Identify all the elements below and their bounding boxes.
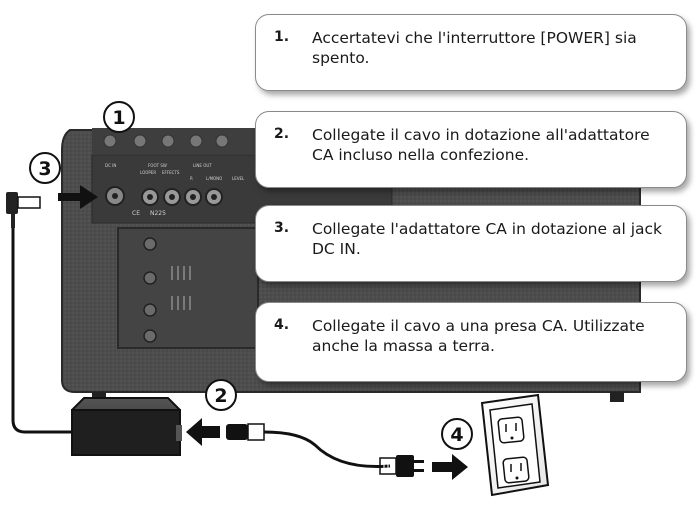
level-label: LEVEL	[232, 176, 245, 181]
step-box-1: 1. Accertatevi che l'interruttore [POWER…	[255, 14, 687, 91]
effects-label: EFFECTS	[162, 170, 180, 175]
callout-4-label: 4	[450, 424, 463, 446]
dc-in-label: DC IN	[105, 163, 116, 168]
callout-1: 1	[104, 102, 134, 132]
step-text: Collegate il cavo a una presa CA. Utiliz…	[312, 316, 667, 356]
callout-3-label: 3	[38, 158, 51, 180]
l-mono-label: L/MONO	[206, 176, 222, 181]
step-number: 3.	[274, 220, 289, 236]
callout-2: 2	[206, 380, 236, 410]
step-text: Collegate il cavo in dotazione all'adatt…	[312, 125, 667, 165]
arrow-to-outlet	[432, 454, 468, 480]
callout-4: 4	[442, 419, 472, 449]
step-number: 2.	[274, 126, 289, 142]
lower-plate	[118, 228, 258, 348]
ac-adapter	[72, 398, 182, 455]
callout-2-label: 2	[214, 385, 227, 407]
wall-outlet	[482, 395, 548, 495]
step-text: Collegate l'adattatore CA in dotazione a…	[312, 219, 667, 259]
step-box-2: 2. Collegate il cavo in dotazione all'ad…	[255, 111, 687, 188]
step-text: Accertatevi che l'interruttore [POWER] s…	[312, 28, 667, 68]
ac-cable	[264, 432, 390, 467]
ac-cable-connector	[226, 424, 264, 440]
callout-1-label: 1	[112, 107, 125, 129]
step-box-3: 3. Collegate l'adattatore CA in dotazion…	[255, 205, 687, 282]
dc-plug	[6, 192, 40, 228]
ce-mark: CE	[132, 210, 140, 217]
r-label: R	[190, 176, 193, 181]
line-out-label: LINE OUT	[193, 163, 212, 168]
footsw-label: FOOT SW	[148, 163, 167, 168]
n225-mark: N225	[150, 210, 166, 217]
step-number: 4.	[274, 317, 289, 333]
callout-3: 3	[30, 153, 60, 183]
arrow-to-adapter	[186, 418, 220, 446]
step-number: 1.	[274, 29, 289, 45]
looper-label: LOOPER	[140, 170, 156, 175]
step-box-4: 4. Collegate il cavo a una presa CA. Uti…	[255, 302, 687, 382]
